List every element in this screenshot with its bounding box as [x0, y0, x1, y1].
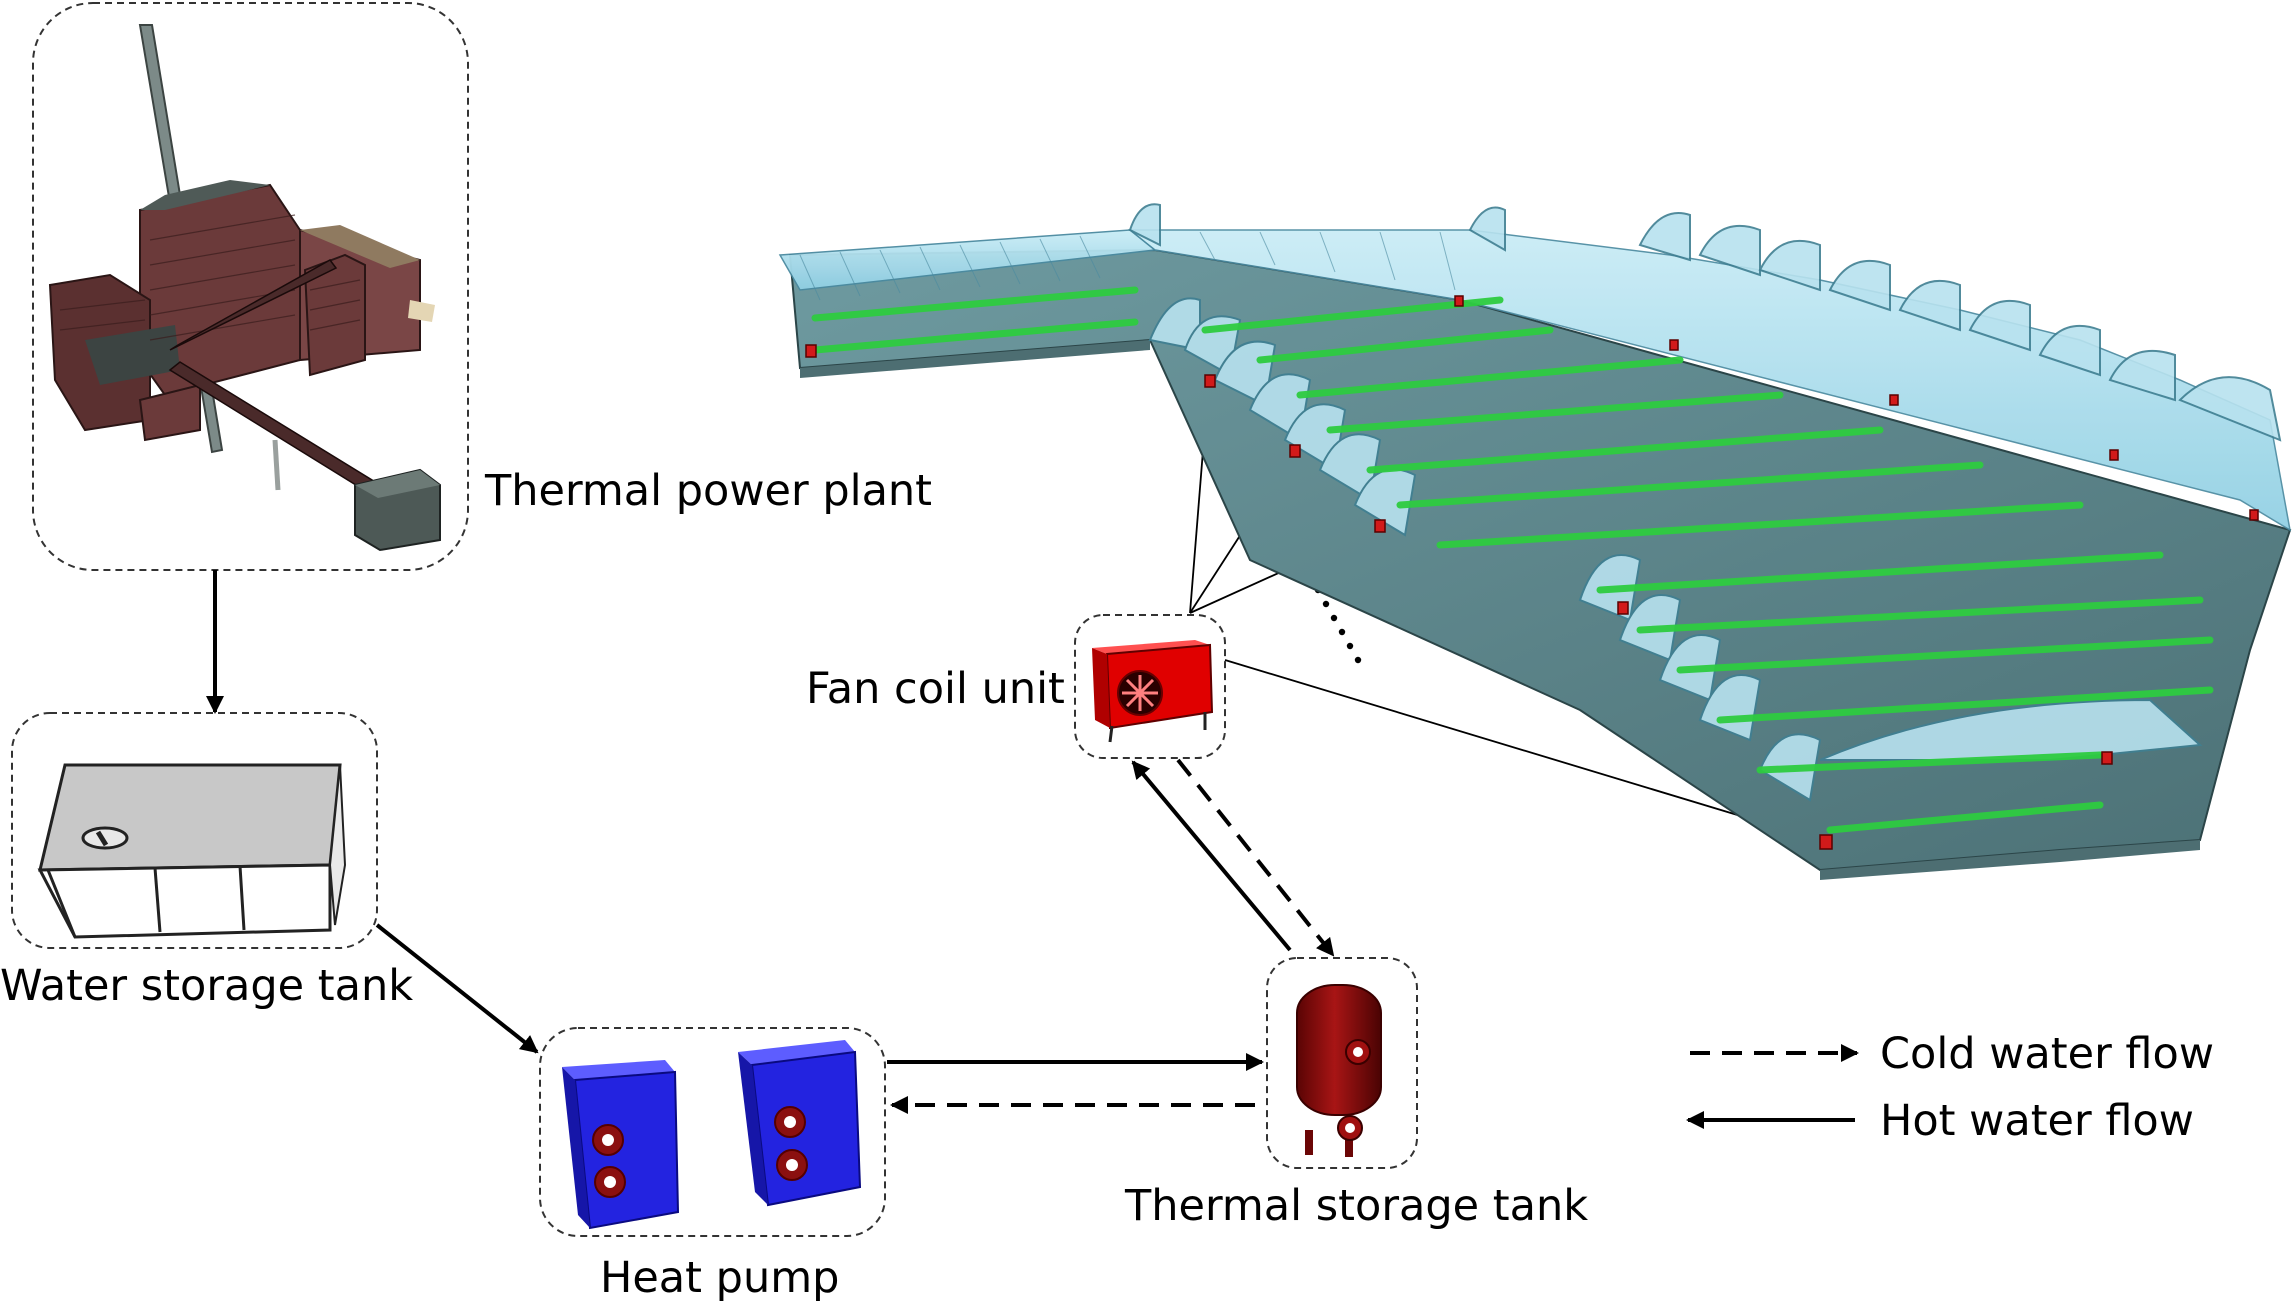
water-storage-tank-label: Water storage tank — [0, 961, 413, 1011]
heat-pump-unit-2 — [738, 1040, 862, 1207]
water-storage-tank — [11, 712, 378, 949]
greenhouse-fan-units — [805, 295, 2259, 850]
greenhouse-complex — [778, 203, 2292, 880]
arrow-water-tank-to-heat-pump — [375, 923, 539, 1054]
thermal-storage-tank-label: Thermal storage tank — [1124, 1181, 1588, 1231]
heat-pump-frame — [539, 1027, 886, 1237]
heat-pump-label: Heat pump — [600, 1253, 839, 1303]
fan-coil-unit-label: Fan coil unit — [806, 664, 1065, 714]
hatch-icon — [81, 826, 129, 850]
conveyor — [168, 361, 374, 491]
thermal-storage-tank — [1266, 957, 1418, 1169]
arrow-thermal-tank-to-fan-coil — [1131, 760, 1292, 952]
heat-pump — [539, 1027, 886, 1237]
thermal-power-plant — [32, 2, 469, 571]
thermal-tank-frame — [1266, 957, 1418, 1169]
legend-hot-label: Hot water flow — [1880, 1096, 2194, 1146]
heating-pipes — [811, 286, 2214, 834]
arrow-fan-coil-to-thermal-tank — [1176, 758, 1335, 957]
legend: Cold water flow Hot water flow — [1686, 1029, 2214, 1146]
heat-pump-unit-1 — [562, 1060, 680, 1230]
fan-coil-frame — [1074, 614, 1226, 759]
water-tank-frame — [11, 712, 378, 949]
fan-coil-unit — [1074, 614, 1226, 759]
thermal-power-plant-label: Thermal power plant — [484, 466, 932, 516]
power-plant-frame — [32, 2, 469, 571]
legend-cold-label: Cold water flow — [1880, 1029, 2214, 1079]
